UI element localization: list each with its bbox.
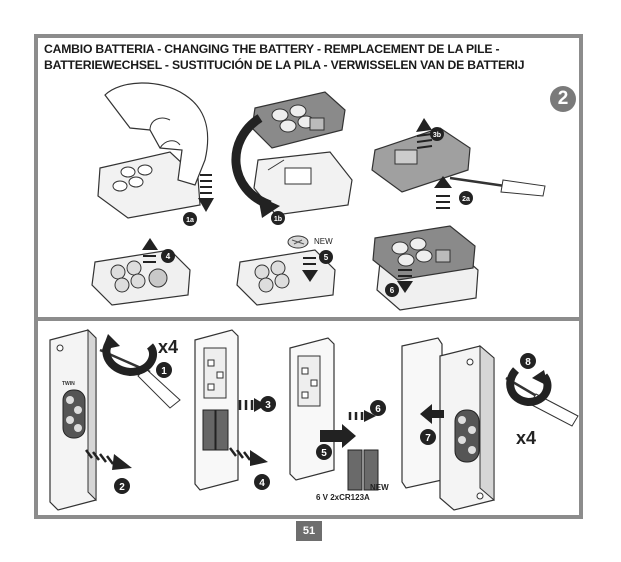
svg-text:5: 5: [324, 253, 329, 262]
section-number-badge: 2: [550, 86, 576, 112]
arrow-step-3: [238, 400, 254, 410]
arrow-step-4: [229, 447, 251, 461]
step-2a-marker: 2a: [459, 191, 473, 205]
remote-1a-illustration: [97, 82, 214, 219]
step-1-marker: 1: [156, 362, 172, 378]
section-divider: [34, 317, 583, 321]
step-1b-marker: 1b: [271, 211, 285, 225]
svg-text:2: 2: [119, 482, 125, 493]
screwdriver-left: [99, 334, 181, 409]
new-battery-label-top: NEW: [314, 237, 333, 246]
svg-text:2a: 2a: [462, 196, 470, 203]
wall-unit-reassembly: [401, 337, 495, 511]
step-3b-marker: 3b: [430, 127, 444, 141]
screw-count-top: x4: [158, 337, 178, 357]
arrow-step-2: [85, 449, 114, 465]
step-4-marker: 4: [254, 474, 270, 490]
title-line-1: CAMBIO BATTERIA - CHANGING THE BATTERY -…: [44, 42, 500, 56]
svg-text:3: 3: [265, 400, 271, 411]
brand-label-left: TWIN: [62, 381, 75, 387]
step-2-marker: 2: [114, 478, 130, 494]
page-number: 51: [296, 521, 322, 541]
svg-text:4: 4: [166, 252, 171, 261]
wall-unit-open-batteries: [194, 329, 239, 491]
battery-spec-label: 6 V 2xCR123A: [316, 493, 370, 502]
wall-unit-closed-left: TWIN: [49, 328, 97, 511]
svg-text:8: 8: [525, 357, 531, 368]
svg-text:1: 1: [161, 366, 167, 377]
remote-3b-illustration: [371, 118, 546, 209]
step-8-marker: 8: [520, 353, 536, 369]
step-7-marker: 7: [420, 429, 436, 445]
remote-4-illustration: [91, 238, 191, 306]
arrow-step-6: [348, 412, 364, 420]
screw-count-bottom: x4: [516, 428, 536, 448]
svg-text:6: 6: [375, 404, 381, 415]
step-4-marker: 4: [161, 249, 175, 263]
step-5-marker-top: 5: [319, 250, 333, 264]
arrow-step-7: [420, 404, 444, 424]
screwdriver-right: [505, 367, 579, 427]
remote-6-illustration: [372, 225, 479, 311]
step-3-marker: 3: [260, 396, 276, 412]
svg-text:1b: 1b: [274, 216, 282, 223]
step-6-marker: 6: [370, 400, 386, 416]
svg-text:3b: 3b: [433, 132, 441, 139]
step-1a-marker: 1a: [183, 212, 197, 226]
remote-1b-illustration: [231, 91, 353, 218]
svg-text:7: 7: [425, 433, 431, 444]
title-line-2: BATTERIEWECHSEL - SUSTITUCIÓN DE LA PILA…: [44, 58, 525, 72]
svg-text:4: 4: [259, 478, 265, 489]
svg-text:5: 5: [321, 448, 327, 459]
step-5-marker: 5: [316, 444, 332, 460]
svg-text:6: 6: [390, 286, 395, 295]
arrow-step-5: [320, 424, 356, 448]
remote-5-illustration: [236, 235, 336, 306]
step-6-marker-top: 6: [385, 283, 399, 297]
new-battery-label: NEW: [370, 483, 389, 492]
svg-text:1a: 1a: [186, 217, 194, 224]
